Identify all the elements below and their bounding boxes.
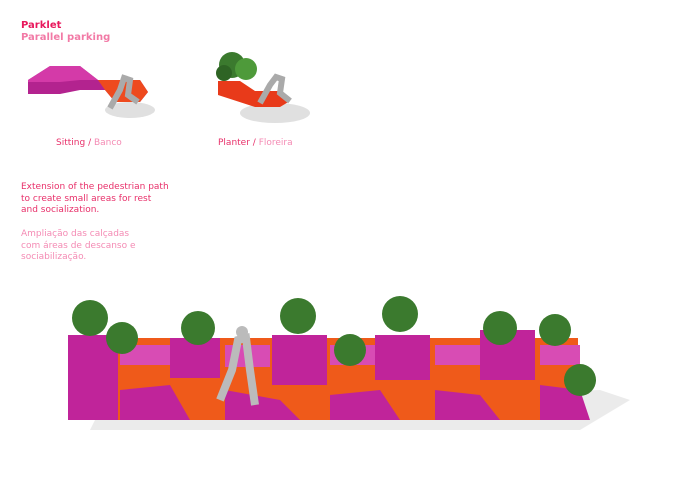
module-caption-planter: Planter / Floreira — [218, 138, 293, 148]
page-title: Parklet — [21, 20, 62, 31]
module-caption-sitting: Sitting / Banco — [56, 138, 122, 148]
description-pt: Ampliação das calçadas com áreas de desc… — [21, 229, 136, 262]
planter-module-illustration — [216, 52, 310, 123]
sitting-module-illustration — [28, 66, 155, 118]
description-en: Extension of the pedestrian path to crea… — [21, 182, 169, 215]
parklet-assembly-illustration — [68, 296, 630, 430]
page-subtitle: Parallel parking — [21, 32, 111, 43]
